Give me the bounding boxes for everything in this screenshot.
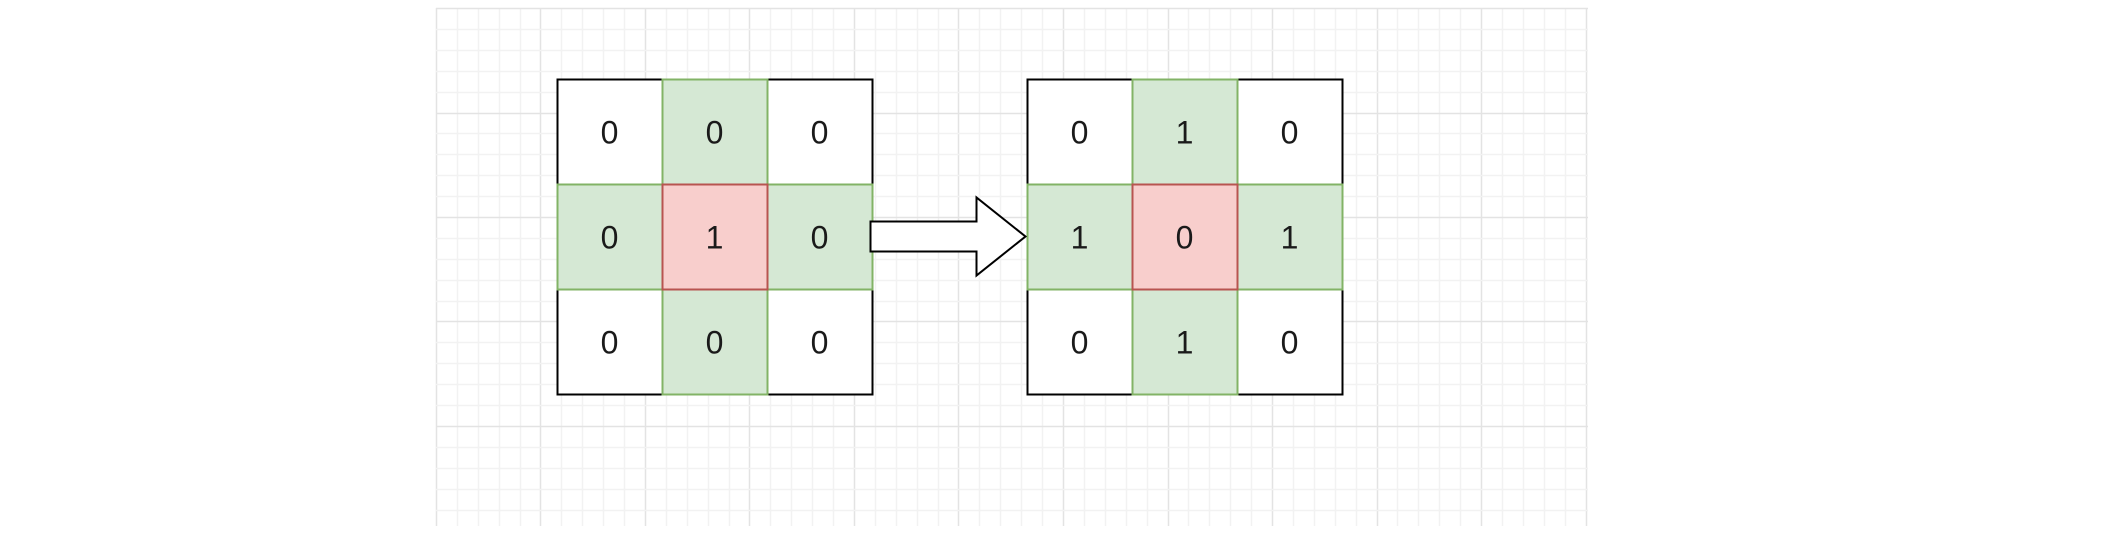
cell-box: [1131, 183, 1239, 291]
cell-value: 0: [1281, 115, 1299, 151]
grid-cell-neighbor: 0: [661, 78, 769, 186]
cell-value: 0: [1071, 115, 1089, 151]
grid-after: 0 0 0 0 1 1 1 1 0: [1026, 78, 1344, 396]
grid-before: 0 0 0 0 0 0 0 0 1: [556, 78, 874, 396]
cell-box: [661, 288, 769, 396]
cell-box: [1131, 288, 1239, 396]
cell-value: 1: [1176, 115, 1194, 151]
grid-cell-plain: 0: [1236, 78, 1344, 186]
transform-arrow: [869, 195, 1028, 278]
cell-value: 0: [706, 325, 724, 361]
cell-value: 0: [1176, 220, 1194, 256]
cell-box: [1236, 183, 1344, 291]
grid-cell-neighbor: 1: [1131, 78, 1239, 186]
grid-cell-plain: 0: [556, 78, 664, 186]
cell-value: 0: [706, 115, 724, 151]
cell-value: 1: [1071, 220, 1089, 256]
cell-value: 0: [1071, 325, 1089, 361]
grid-cell-neighbor: 1: [1131, 288, 1239, 396]
cell-box: [556, 288, 664, 396]
cell-value: 1: [706, 220, 724, 256]
cell-box: [1026, 288, 1134, 396]
cell-value: 0: [811, 325, 829, 361]
cell-value: 0: [1281, 325, 1299, 361]
grid-cell-neighbor: 1: [1236, 183, 1344, 291]
cell-value: 1: [1176, 325, 1194, 361]
grid-cell-plain: 0: [766, 288, 874, 396]
grid-cell-plain: 0: [1236, 288, 1344, 396]
cell-box: [661, 78, 769, 186]
cell-value: 0: [601, 115, 619, 151]
cell-box: [1026, 183, 1134, 291]
cell-box: [1131, 78, 1239, 186]
cell-box: [766, 288, 874, 396]
grid-cell-plain: 0: [1026, 78, 1134, 186]
cell-box: [661, 183, 769, 291]
grid-cell-plain: 0: [556, 288, 664, 396]
cell-box: [766, 78, 874, 186]
grid-cell-neighbor: 1: [1026, 183, 1134, 291]
grid-cell-plain: 0: [1026, 288, 1134, 396]
grid-cell-center: 0: [1131, 183, 1239, 291]
cell-value: 0: [811, 220, 829, 256]
cell-value: 0: [601, 325, 619, 361]
grid-cell-center: 1: [661, 183, 769, 291]
grid-cell-neighbor: 0: [556, 183, 664, 291]
cell-value: 0: [601, 220, 619, 256]
cell-box: [556, 183, 664, 291]
grid-cell-plain: 0: [766, 78, 874, 186]
block-arrow-right-icon: [869, 195, 1028, 278]
cell-value: 0: [811, 115, 829, 151]
grid-cell-neighbor: 0: [766, 183, 874, 291]
grids-layer: 0 0 0 0 0 0 0 0 1 0 0 0 0 1 1 1 1 0: [556, 78, 1344, 396]
cell-value: 1: [1281, 220, 1299, 256]
grid-cell-neighbor: 0: [661, 288, 769, 396]
